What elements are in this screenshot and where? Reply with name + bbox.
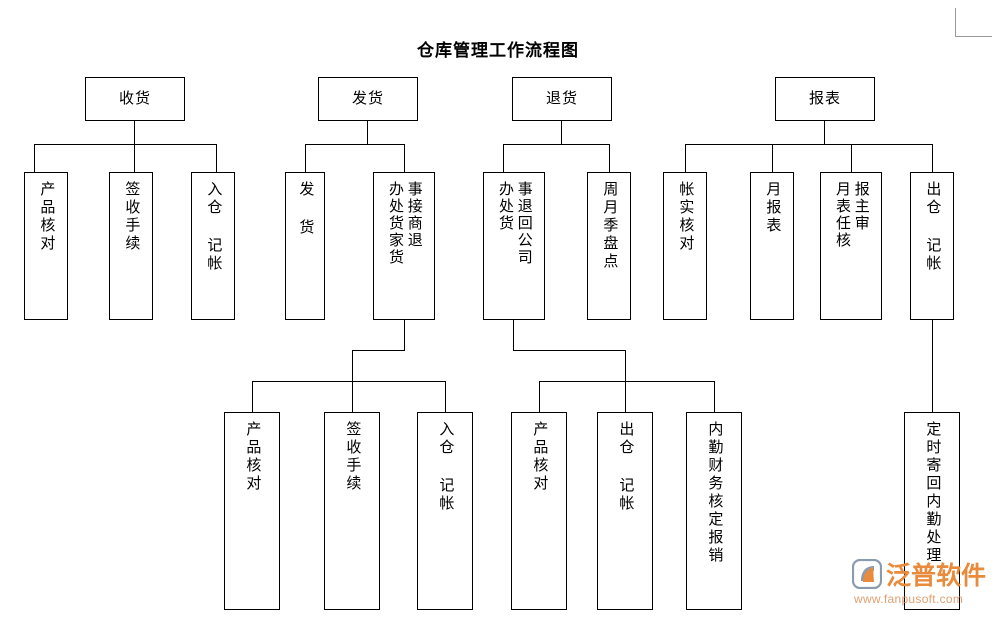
- node-header-receiving[interactable]: 收货: [85, 77, 185, 121]
- node-label-col-left: 办处货: [497, 181, 514, 232]
- connector-returns-drop-1: [503, 144, 504, 172]
- node-label: 签收手续: [344, 421, 362, 493]
- connector-returns-sub-drop-3: [714, 381, 715, 412]
- node-inventory-count[interactable]: 周月季盘点: [587, 172, 631, 320]
- node-label: 发 货: [297, 181, 315, 237]
- node-label: 产品核对: [38, 181, 56, 253]
- connector-returns-sub-drop-2: [625, 381, 626, 412]
- node-label: 内勤财务核定报销: [706, 421, 724, 565]
- node-outbound-record-reports[interactable]: 出仓 记帐: [910, 172, 954, 320]
- node-label-columns: 报主审 月表任核: [832, 181, 870, 249]
- connector-shipping-stem: [367, 121, 368, 144]
- node-inbound-record-receiving[interactable]: 入仓 记帐: [191, 172, 235, 320]
- node-label-col-right: 事退回公司: [515, 181, 533, 266]
- connector-returns-bus: [503, 144, 610, 145]
- connector-shipping-sub-drop-2: [352, 381, 353, 412]
- connector-reports-stem: [824, 121, 825, 144]
- connector-receiving-drop-1: [34, 144, 35, 172]
- node-director-review[interactable]: 报主审 月表任核: [820, 172, 882, 320]
- fanpusoft-logo-icon: [851, 558, 883, 590]
- node-header-shipping[interactable]: 发货: [318, 77, 418, 121]
- connector-returns-stem: [561, 121, 562, 144]
- connector-returns-sub-drop-1: [539, 381, 540, 412]
- node-return-to-company-handling[interactable]: 事退回公司 办处货: [483, 172, 545, 320]
- connector-shipping-sub-drop-1: [252, 381, 253, 412]
- node-label: 出仓 记帐: [617, 421, 635, 513]
- connector-receiving-drop-2: [134, 144, 135, 172]
- connector-shipping-sub-elbow: [352, 350, 405, 351]
- node-label-col-left: 月表任核: [834, 181, 851, 249]
- node-label: 定时寄回内勤处理: [924, 421, 942, 565]
- connector-returns-sub-elbow: [513, 350, 625, 351]
- node-label: 月报表: [764, 181, 782, 235]
- connector-returns-sub-riser: [625, 350, 626, 381]
- connector-shipping-sub-drop-3: [445, 381, 446, 412]
- node-header-reports[interactable]: 报表: [775, 77, 875, 121]
- connector-reports-drop-2: [772, 144, 773, 172]
- node-header-returns[interactable]: 退货: [512, 77, 612, 121]
- node-label: 产品核对: [531, 421, 549, 493]
- node-label-col-right: 报主审: [852, 181, 870, 232]
- connector-shipping-bus: [305, 144, 405, 145]
- node-ship-goods[interactable]: 发 货: [285, 172, 325, 320]
- connector-shipping-sub-bus: [252, 381, 446, 382]
- node-label: 签收手续: [123, 181, 141, 253]
- connector-returns-sub-bus: [539, 381, 715, 382]
- connector-returns-sub-stem: [513, 320, 514, 350]
- connector-reports-bus: [685, 144, 933, 145]
- node-product-check-returns-sub[interactable]: 产品核对: [511, 412, 567, 610]
- connector-shipping-sub-stem: [404, 320, 405, 350]
- node-monthly-report[interactable]: 月报表: [750, 172, 794, 320]
- node-label: 入仓 记帐: [437, 421, 455, 513]
- node-label-columns: 事退回公司 办处货: [495, 181, 533, 266]
- node-label-col-left: 办处货家货: [387, 181, 404, 266]
- node-label: 产品核对: [244, 421, 262, 493]
- page-title: 仓库管理工作流程图: [417, 41, 579, 60]
- node-sign-procedure-shipping-sub[interactable]: 签收手续: [324, 412, 380, 610]
- node-finance-reimbursement[interactable]: 内勤财务核定报销: [686, 412, 742, 610]
- node-label: 入仓 记帐: [205, 181, 223, 273]
- connector-reports-drop-4: [932, 144, 933, 172]
- connector-reports-sub-stem: [932, 320, 933, 412]
- node-merchant-return-handling[interactable]: 事接商退 办处货家货: [373, 172, 435, 320]
- node-label: 帐实核对: [677, 181, 695, 253]
- connector-receiving-bus: [34, 144, 217, 145]
- node-label-col-right: 事接商退: [405, 181, 423, 249]
- node-sign-procedure-receiving[interactable]: 签收手续: [109, 172, 153, 320]
- node-product-check-receiving[interactable]: 产品核对: [24, 172, 68, 320]
- connector-shipping-sub-riser: [352, 350, 353, 381]
- connector-receiving-stem: [134, 121, 135, 144]
- node-outbound-record-returns-sub[interactable]: 出仓 记帐: [597, 412, 653, 610]
- node-label: 周月季盘点: [601, 181, 619, 271]
- node-inbound-record-shipping-sub[interactable]: 入仓 记帐: [417, 412, 473, 610]
- connector-reports-drop-1: [685, 144, 686, 172]
- connector-shipping-drop-2: [404, 144, 405, 172]
- connector-receiving-drop-3: [216, 144, 217, 172]
- page-margin-corner-mark: [955, 8, 992, 37]
- node-mail-back-office[interactable]: 定时寄回内勤处理: [904, 412, 960, 610]
- connector-shipping-drop-1: [305, 144, 306, 172]
- node-label-columns: 事接商退 办处货家货: [385, 181, 423, 266]
- connector-reports-drop-3: [851, 144, 852, 172]
- node-product-check-shipping-sub[interactable]: 产品核对: [224, 412, 280, 610]
- node-label: 出仓 记帐: [924, 181, 942, 273]
- connector-returns-drop-2: [609, 144, 610, 172]
- node-account-check[interactable]: 帐实核对: [663, 172, 707, 320]
